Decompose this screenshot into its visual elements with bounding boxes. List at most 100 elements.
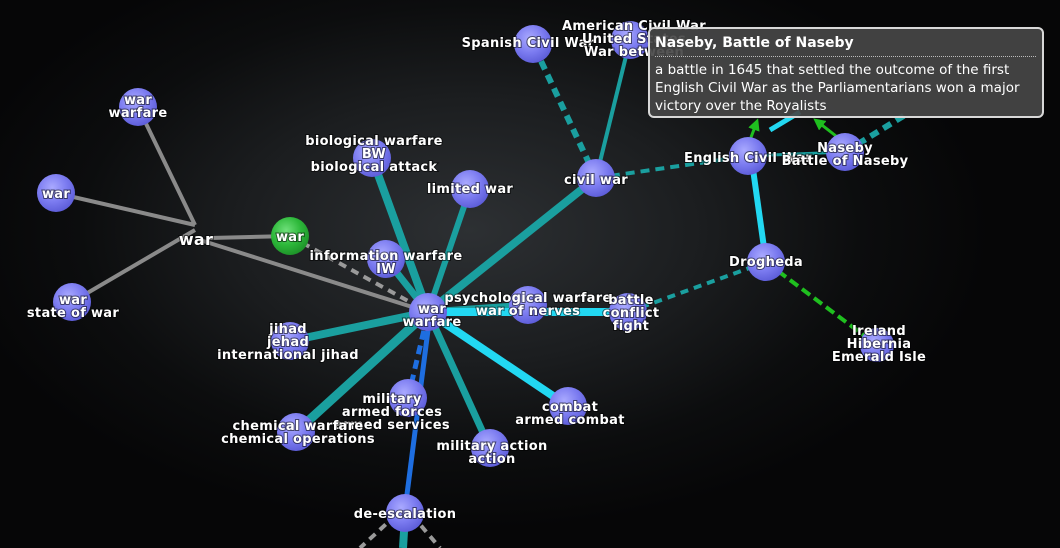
node-circle[interactable] xyxy=(386,494,424,532)
node-label: Emerald Isle xyxy=(832,350,926,365)
node-circle[interactable] xyxy=(609,293,647,331)
node-label: war xyxy=(418,302,446,317)
node-circle[interactable] xyxy=(451,170,489,208)
node-circle[interactable] xyxy=(353,139,391,177)
node-label: fight xyxy=(613,319,649,334)
node-circle[interactable] xyxy=(826,133,864,171)
graph-node-civil-war[interactable]: civil war xyxy=(563,159,629,197)
node-label: biological warfare xyxy=(305,134,443,149)
edge-war-hub-war-left xyxy=(55,191,196,227)
graph-node-de-escalation[interactable]: de-escalation xyxy=(353,494,457,532)
node-circle[interactable] xyxy=(271,217,309,255)
node-label: Naseby xyxy=(817,141,873,156)
node-label: armed services xyxy=(334,418,450,433)
graph-node-spanish-civil-war[interactable]: Spanish Civil War xyxy=(461,25,595,63)
node-circle[interactable] xyxy=(119,88,157,126)
node-circle[interactable] xyxy=(367,240,405,278)
node-tooltip: Naseby, Battle of Naseby a battle in 164… xyxy=(648,27,1044,118)
node-label: Ireland xyxy=(852,324,906,339)
node-label: biological attack xyxy=(311,160,438,175)
node-label: chemical operations xyxy=(221,432,375,447)
node-label: war xyxy=(124,93,152,108)
node-circle[interactable] xyxy=(53,283,91,321)
node-label: Battle of Naseby xyxy=(782,154,909,169)
node-circle[interactable] xyxy=(611,21,649,59)
node-label: international jihad xyxy=(217,348,359,363)
node-circle[interactable] xyxy=(389,379,427,417)
node-circle[interactable] xyxy=(271,322,309,360)
node-circle[interactable] xyxy=(860,328,894,362)
edge-center-chem xyxy=(292,308,432,436)
graph-node-limited-war[interactable]: limited war xyxy=(426,170,514,208)
node-label: BW xyxy=(362,147,386,162)
node-label: battle xyxy=(608,293,654,308)
edge-center-combat xyxy=(425,308,571,410)
node-circle[interactable] xyxy=(549,387,587,425)
node-label: psychological warfare xyxy=(444,291,611,306)
edge-drogheda-ireland xyxy=(764,260,872,342)
node-label: war xyxy=(42,187,70,202)
edge-center-bio xyxy=(368,156,432,314)
graph-node-war-selected[interactable]: war xyxy=(271,217,309,255)
node-circle[interactable] xyxy=(37,174,75,212)
node-label: action xyxy=(468,452,515,467)
edge-center-action xyxy=(424,310,494,450)
node-label: military action xyxy=(436,439,547,454)
node-label: military xyxy=(362,392,421,407)
node-label: armed forces xyxy=(342,405,442,420)
edge-center-jihad xyxy=(289,308,429,345)
node-label: warfare xyxy=(403,315,462,330)
edge-deesc-center xyxy=(402,329,431,511)
node-label: war xyxy=(59,293,87,308)
node-label: war of nerves xyxy=(476,304,580,319)
graph-node-english-civil-war[interactable]: English Civil War xyxy=(683,137,813,175)
tooltip-description: a battle in 1645 that settled the outcom… xyxy=(655,62,1020,114)
node-label: combat xyxy=(542,400,598,415)
tooltip-title: Naseby, Battle of Naseby xyxy=(655,34,1036,57)
node-circle[interactable] xyxy=(514,25,552,63)
graph-node-drogheda[interactable]: Drogheda xyxy=(728,243,804,281)
node-label: civil war xyxy=(564,173,628,188)
node-label: information warfare xyxy=(310,249,463,264)
node-circle[interactable] xyxy=(509,286,547,324)
edge-center-limited xyxy=(425,188,473,313)
node-circle[interactable] xyxy=(577,159,615,197)
node-circle[interactable] xyxy=(277,413,315,451)
node-label: jihad xyxy=(268,322,307,337)
node-circle[interactable] xyxy=(747,243,785,281)
edge-civil-english xyxy=(595,154,749,180)
node-label: war xyxy=(276,230,304,245)
node-label: English Civil War xyxy=(684,151,812,166)
node-label: limited war xyxy=(427,182,514,197)
graph-node-war-left[interactable]: war xyxy=(37,174,75,212)
node-circle[interactable] xyxy=(409,293,447,331)
edge-center-civil xyxy=(425,174,599,316)
edge-battle-drogheda xyxy=(627,260,767,314)
graph-node-war-hub[interactable]: war xyxy=(178,229,214,250)
edge-war-hub-war-warfare-top xyxy=(136,106,197,226)
node-circle[interactable] xyxy=(729,137,767,175)
edge-naseby-english-arrow xyxy=(813,118,837,138)
node-label: Drogheda xyxy=(729,255,803,270)
node-label: state of war xyxy=(27,306,119,321)
node-label: Spanish Civil War xyxy=(462,36,595,51)
node-circle[interactable] xyxy=(471,429,509,467)
node-label: chemical warfare xyxy=(233,419,364,434)
edge-military-center xyxy=(405,329,427,399)
